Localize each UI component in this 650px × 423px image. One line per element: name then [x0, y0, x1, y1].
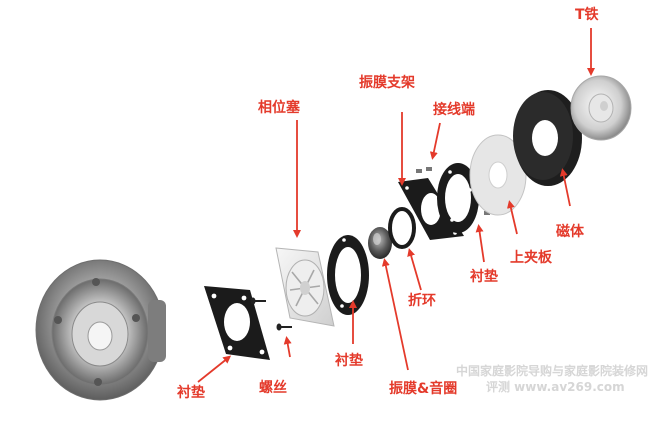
- t-iron-part: [570, 75, 632, 141]
- arrow-surround: [407, 248, 422, 291]
- label-gasket-left: 衬垫: [177, 385, 205, 401]
- label-gasket-right: 衬垫: [470, 269, 498, 285]
- watermark-line2: 评测 www.av269.com: [486, 380, 625, 394]
- watermark-line1: 中国家庭影院导购与家庭影院装修网: [456, 364, 649, 378]
- arrow-left-gasket: [197, 355, 232, 383]
- label-t-iron: T铁: [575, 7, 599, 23]
- label-top-plate: 上夹板: [510, 250, 552, 266]
- middle-gasket-part: [327, 235, 369, 315]
- label-diaphragm-coil: 振膜&音圈: [389, 381, 458, 397]
- arrow-top-plate: [507, 200, 518, 235]
- label-phase-plug: 相位塞: [258, 100, 300, 116]
- callout-arrows: [197, 28, 595, 383]
- diaphragm-voicecoil-part: [368, 227, 392, 259]
- label-surround: 折环: [408, 293, 436, 309]
- magnet-part: [513, 90, 582, 186]
- arrow-magnet: [559, 168, 571, 207]
- label-diaphragm-bracket: 振膜支架: [359, 75, 415, 91]
- arrow-screws: [283, 336, 292, 358]
- screws-part: [250, 297, 292, 331]
- arrow-terminal: [429, 122, 441, 160]
- top-plate-part: [469, 134, 527, 216]
- label-terminal: 接线端: [433, 102, 475, 118]
- assembled-tweeter: [35, 259, 166, 401]
- arrow-right-gasket: [475, 224, 485, 263]
- phase-plug-part: [275, 247, 335, 327]
- surround-part: [388, 207, 416, 249]
- right-gasket-part: [437, 163, 479, 233]
- arrow-diaphragm-coil: [381, 258, 409, 371]
- label-magnet: 磁体: [556, 224, 584, 240]
- label-screws: 螺丝: [259, 380, 287, 396]
- label-gasket-middle: 衬垫: [335, 353, 363, 369]
- left-gasket-part: [204, 286, 270, 360]
